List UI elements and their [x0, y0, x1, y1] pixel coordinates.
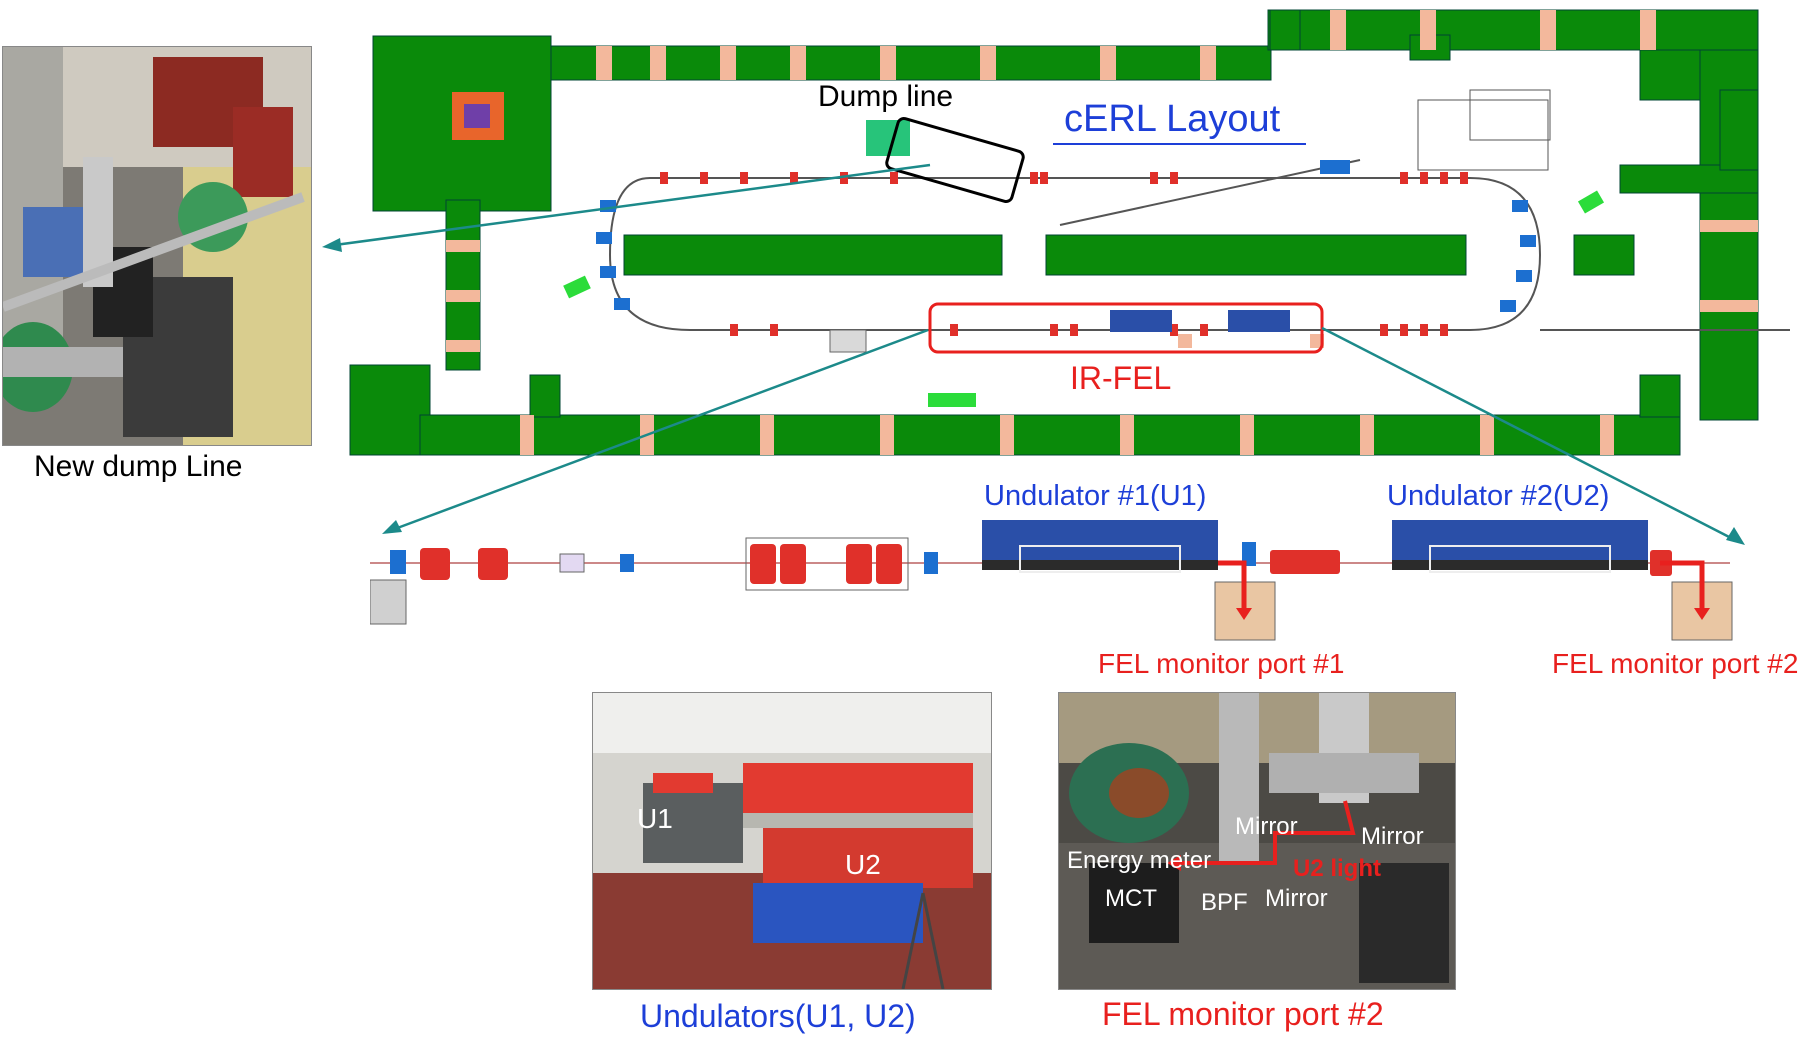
quadrupole-magnets — [660, 172, 1468, 336]
mirror-label-b: Mirror — [1361, 823, 1424, 850]
undulators-caption: Undulators(U1, U2) — [640, 998, 916, 1034]
shield-walls — [349, 9, 1759, 456]
mirror-label-a: Mirror — [1235, 813, 1298, 840]
bpf-label: BPF — [1201, 889, 1248, 916]
dump-line-label: Dump line — [818, 80, 954, 113]
fel-monitor-port-1-label: FEL monitor port #1 — [1098, 648, 1345, 679]
undulators-photo: U1 U2 — [592, 692, 992, 990]
new-dump-line-photo — [2, 46, 312, 446]
fel-monitor-port-2-caption: FEL monitor port #2 — [1102, 996, 1384, 1032]
beam-path — [608, 177, 1542, 331]
u2-light-label: U2 light — [1293, 855, 1381, 882]
fel-monitor-port-2-label: FEL monitor port #2 — [1552, 648, 1799, 679]
energy-meter-label: Energy meter — [1067, 847, 1212, 874]
mirror-label-c: Mirror — [1265, 885, 1328, 912]
new-dump-line-caption: New dump Line — [34, 450, 243, 483]
undulator-1-label: Undulator #1(U1) — [984, 480, 1207, 512]
ir-fel-beamline — [370, 520, 1733, 641]
undulator-2-label: Undulator #2(U2) — [1387, 480, 1610, 512]
ir-fel-label: IR-FEL — [1070, 360, 1172, 396]
cerl-layout-diagram — [322, 9, 1790, 545]
u2-photo-label: U2 — [845, 849, 881, 880]
fel-monitor-port-2-photo: Mirror Mirror Energy meter U2 light MCT … — [1058, 692, 1456, 990]
u1-photo-label: U1 — [637, 803, 673, 834]
shield-joints — [446, 10, 1758, 455]
cerl-layout-title: cERL Layout — [1064, 98, 1281, 140]
mct-label: MCT — [1105, 885, 1157, 912]
